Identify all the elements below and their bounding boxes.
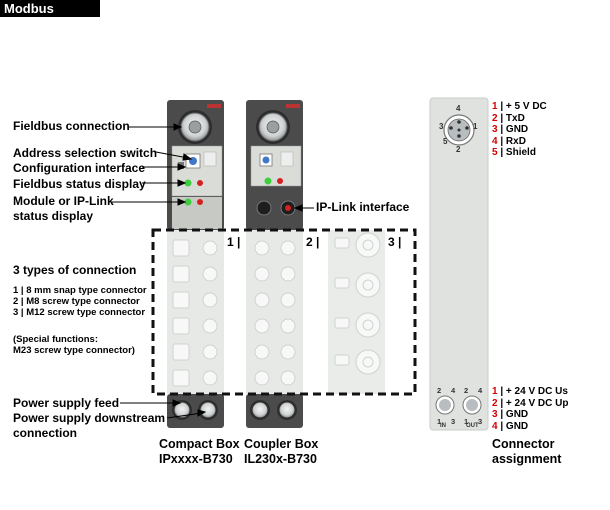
pin-row: 2 | TxD [492, 112, 525, 124]
top-pin-number: 3 [439, 122, 444, 131]
faded-connectors [172, 232, 381, 387]
pin-row: 1 | + 5 V DC [492, 101, 547, 112]
label-power-downstream-2: connection [13, 426, 78, 440]
pin-row: 4 | GND [492, 420, 529, 432]
top-pin-number: 1 [473, 122, 478, 131]
label-power-downstream-1: Power supply downstream [13, 411, 166, 425]
caption-compact-1: Compact Box [159, 437, 240, 451]
label-power-feed: Power supply feed [13, 396, 120, 410]
in-label: IN [440, 423, 446, 429]
column-marker-3: 3 | [388, 235, 402, 249]
column-marker-1: 1 | [227, 235, 241, 249]
bottom-pin-assignment: 1 | + 24 V DC Us 2 | + 24 V DC Up 3 | GN… [492, 386, 568, 432]
label-types-title: 3 types of connection [13, 263, 137, 277]
out-pin-number: 4 [478, 386, 483, 395]
top-pin-number: 5 [443, 137, 448, 146]
top-pin-assignment: 1 | + 5 V DC 2 | TxD 3 | GND 4 | RxD 5 |… [492, 101, 547, 159]
bottom-pin-numbers: 2 4 1 3 2 4 1 3 IN OUT [437, 386, 483, 429]
label-module-status-2: status display [13, 209, 94, 223]
leader-lines [112, 123, 314, 419]
label-special-1: (Special functions: [13, 334, 98, 345]
out-pin-number: 3 [478, 417, 482, 426]
in-pin-number: 1 [437, 417, 441, 426]
caption-connector-1: Connector [492, 437, 555, 451]
out-label: OUT [466, 423, 479, 429]
label-module-status-1: Module or IP-Link [13, 194, 114, 208]
label-type-3: 3 | M12 screw type connector [13, 307, 146, 318]
pin-row: 3 | GND [492, 409, 529, 420]
top-pin-number: 2 [456, 145, 461, 154]
section-tab: Modbus [0, 0, 100, 17]
label-fieldbus-status: Fieldbus status display [13, 177, 146, 191]
label-ip-link: IP-Link interface [316, 200, 410, 214]
in-pin-number: 3 [451, 417, 455, 426]
label-type-2: 2 | M8 screw type connector [13, 296, 140, 307]
pin-row: 1 | + 24 V DC Us [492, 386, 568, 397]
caption-coupler-2: IL230x-B730 [244, 452, 317, 466]
label-special-2: M23 screw type connector) [13, 345, 135, 356]
pin-row: 4 | RxD [492, 135, 526, 147]
label-type-1: 1 | 8 mm snap type connector [13, 285, 147, 296]
top-pin-numbers: 4 3 1 5 2 [439, 104, 478, 154]
label-config-interface: Configuration interface [13, 161, 146, 175]
top-pin-number: 4 [456, 104, 461, 113]
label-address-switch: Address selection switch [13, 146, 158, 160]
connector-assignment-module [429, 97, 489, 431]
coupler-box-module [246, 100, 303, 428]
out-pin-number: 2 [464, 386, 468, 395]
label-fieldbus-connection: Fieldbus connection [13, 119, 130, 133]
out-pin-number: 1 [464, 417, 468, 426]
column-marker-2: 2 | [306, 235, 320, 249]
pin-row: 5 | Shield [492, 147, 536, 158]
caption-connector-2: assignment [492, 452, 562, 466]
in-pin-number: 2 [437, 386, 441, 395]
pin-row: 2 | + 24 V DC Up [492, 397, 569, 409]
caption-compact-2: IPxxxx-B730 [159, 452, 233, 466]
in-pin-number: 4 [451, 386, 456, 395]
caption-coupler-1: Coupler Box [244, 437, 319, 451]
connection-types-frame [151, 228, 417, 396]
pin-row: 3 | GND [492, 124, 529, 135]
